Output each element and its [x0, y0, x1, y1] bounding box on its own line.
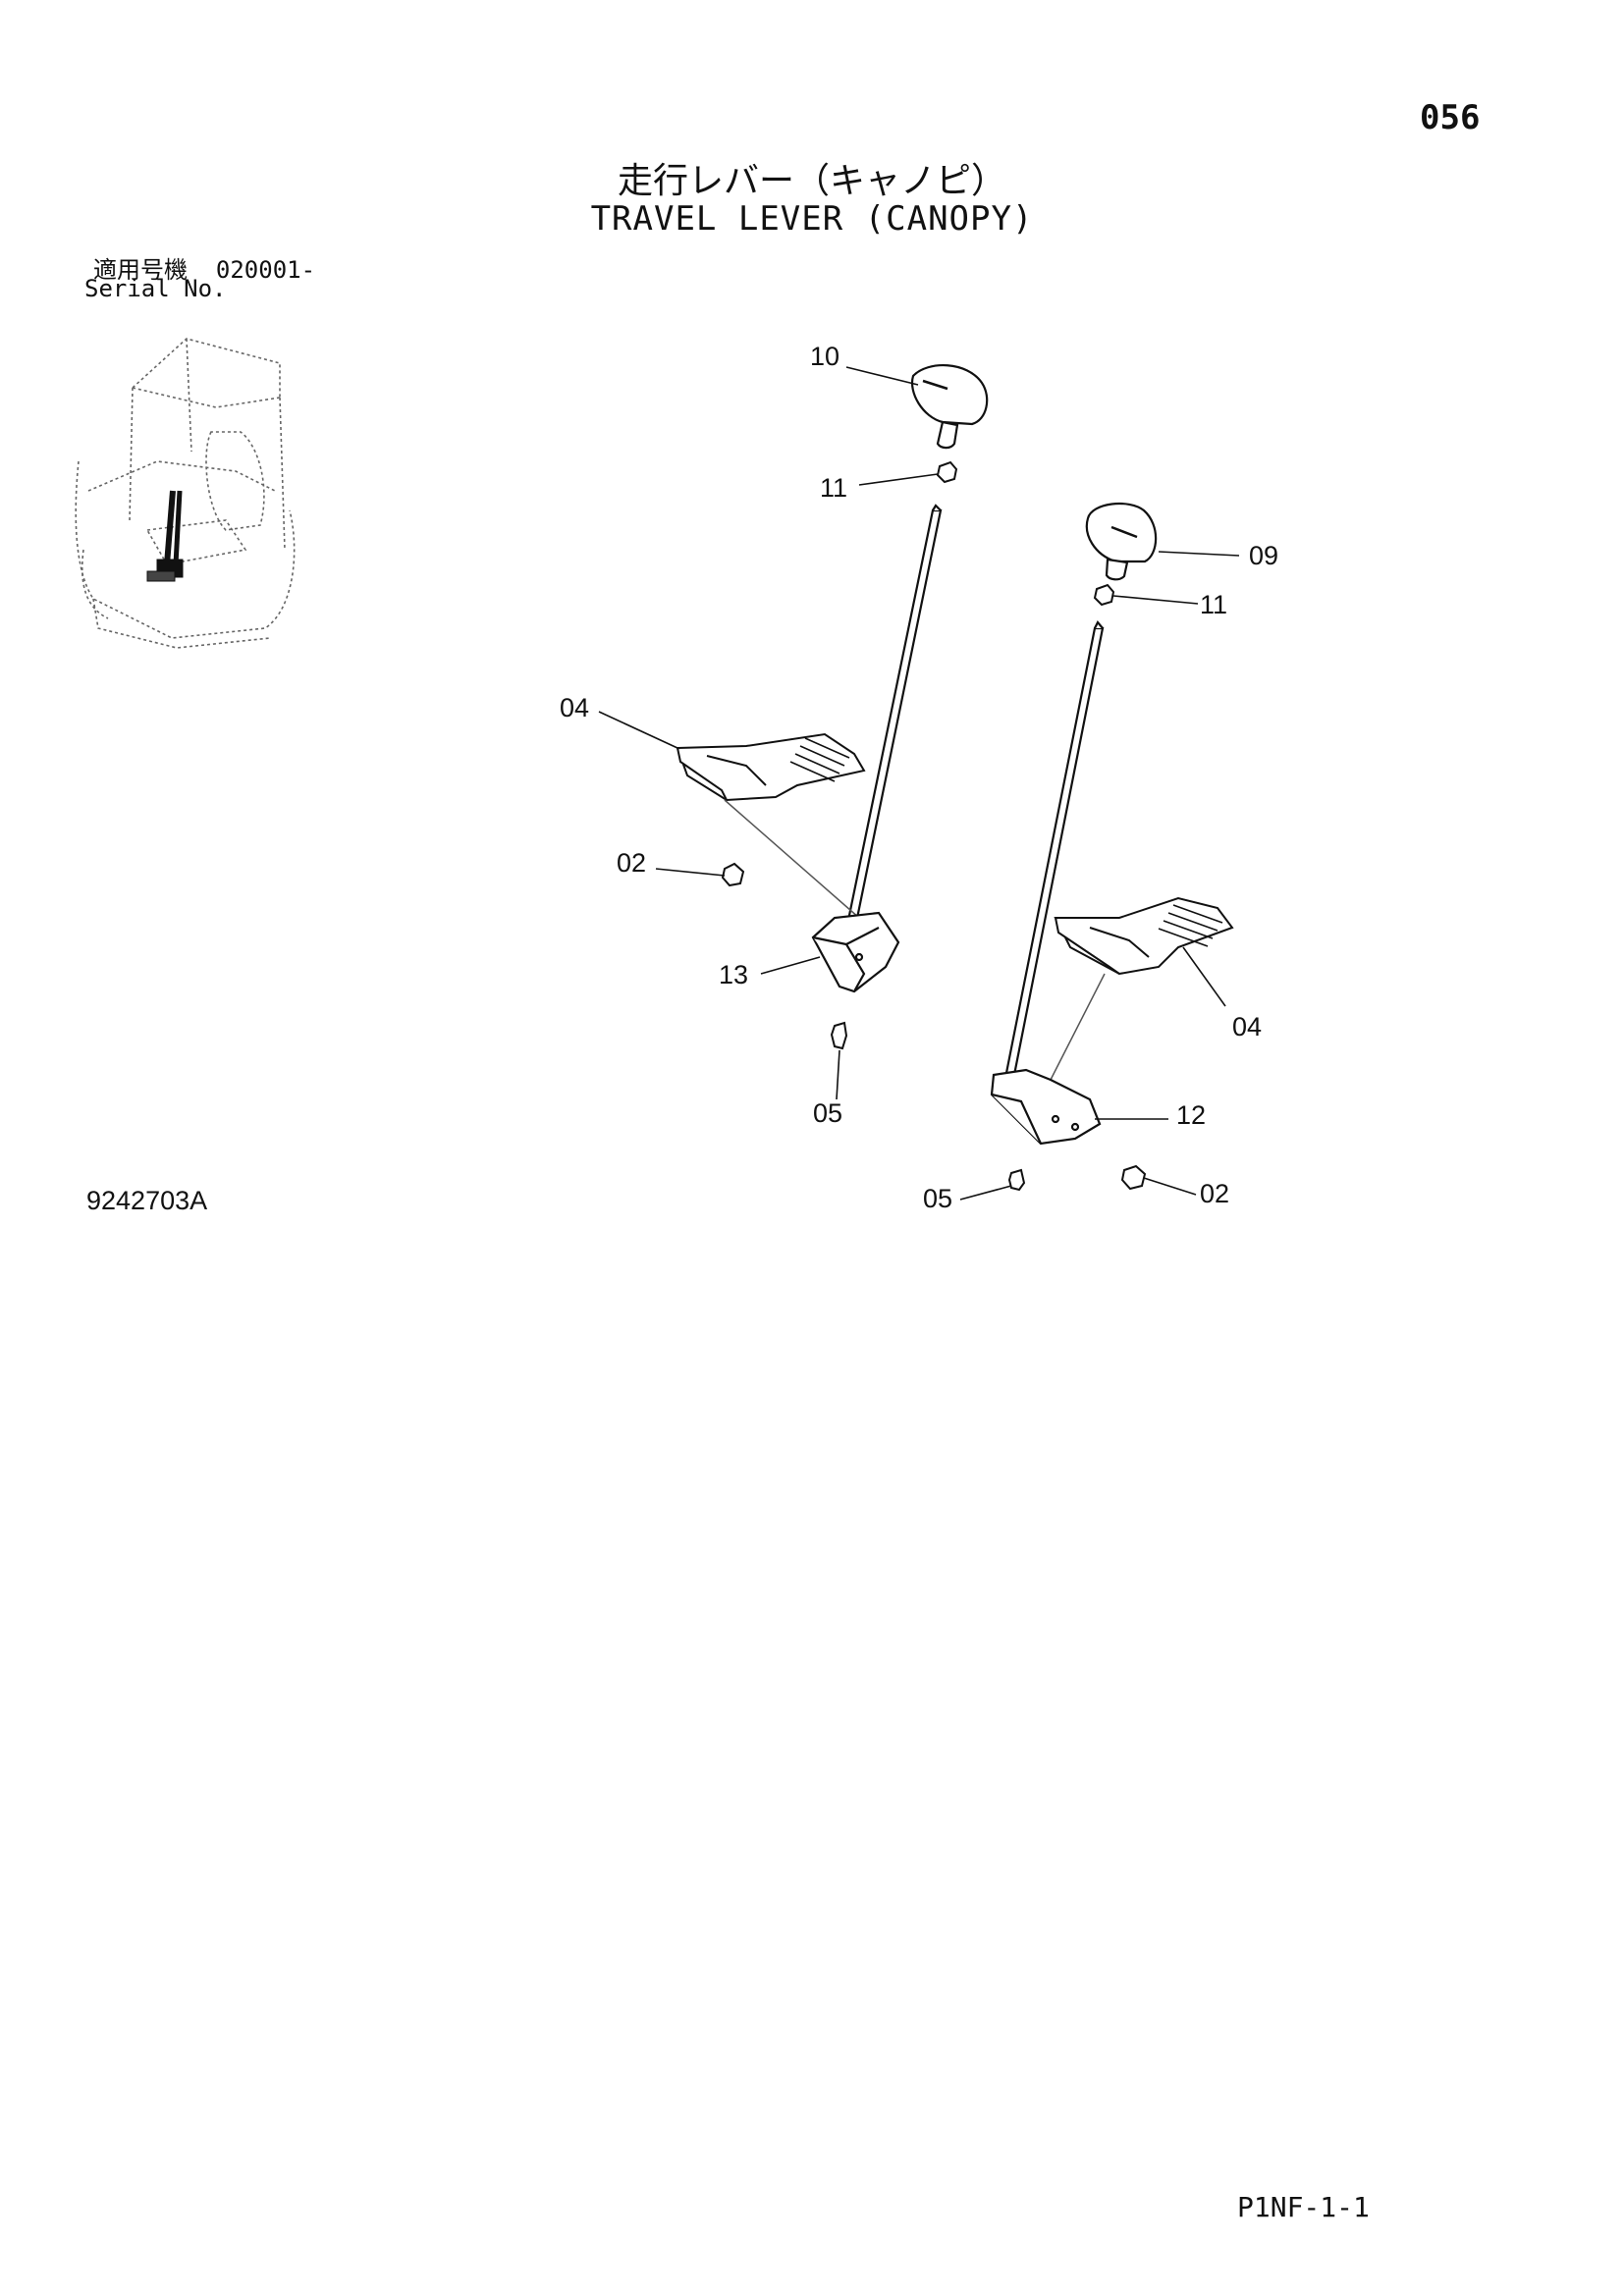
- callout-02b: 02: [1200, 1179, 1229, 1208]
- thumbnail-highlighted-lever: [146, 490, 184, 582]
- callout-10: 10: [810, 342, 839, 371]
- bracket-13: [811, 911, 900, 993]
- knob-10: [910, 364, 989, 450]
- bolt-05a: [830, 1021, 848, 1050]
- serial-label-jp: 適用号機: [93, 256, 188, 284]
- pedal-04b: [1054, 896, 1234, 976]
- bolt-05b: [1007, 1168, 1026, 1192]
- callout-09: 09: [1249, 541, 1278, 570]
- lever-right: [1003, 620, 1105, 1082]
- callout-labels: 10 11 09 11 04 02 13 05 04 12 05 02: [560, 342, 1278, 1213]
- serial-label-en: Serial No.: [84, 275, 227, 302]
- callout-05b: 05: [923, 1184, 952, 1213]
- callout-04a: 04: [560, 693, 589, 722]
- callout-05a: 05: [813, 1098, 842, 1128]
- callout-12: 12: [1176, 1100, 1206, 1130]
- bracket-12: [990, 1068, 1102, 1146]
- assembly-line-a: [724, 799, 860, 919]
- bolt-02a: [721, 862, 745, 887]
- nut-11b: [1093, 583, 1115, 607]
- callout-11a: 11: [820, 473, 847, 503]
- bolt-02b: [1120, 1164, 1147, 1191]
- pedal-04a: [676, 732, 866, 802]
- knob-09: [1085, 503, 1158, 581]
- serial-value: 020001-: [215, 256, 316, 284]
- callout-02a: 02: [617, 848, 646, 878]
- nut-11a: [936, 460, 958, 484]
- callout-11b: 11: [1200, 590, 1227, 619]
- title-japanese: 走行レバー（キャノピ）: [617, 161, 1006, 201]
- page-number: 056: [1420, 98, 1481, 137]
- callout-04b: 04: [1232, 1012, 1262, 1041]
- lever-left: [844, 504, 943, 934]
- drawing-number: 9242703A: [86, 1186, 208, 1215]
- leader-lines: [598, 366, 1240, 1201]
- assembly-line-b: [1050, 973, 1106, 1081]
- page-code: P1NF-1-1: [1237, 2191, 1370, 2223]
- title-english: TRAVEL LEVER (CANOPY): [590, 199, 1034, 239]
- callout-13: 13: [719, 960, 748, 989]
- machine-thumbnail: [75, 338, 296, 649]
- serial-applicability: 適用号機 020001-: [93, 250, 315, 285]
